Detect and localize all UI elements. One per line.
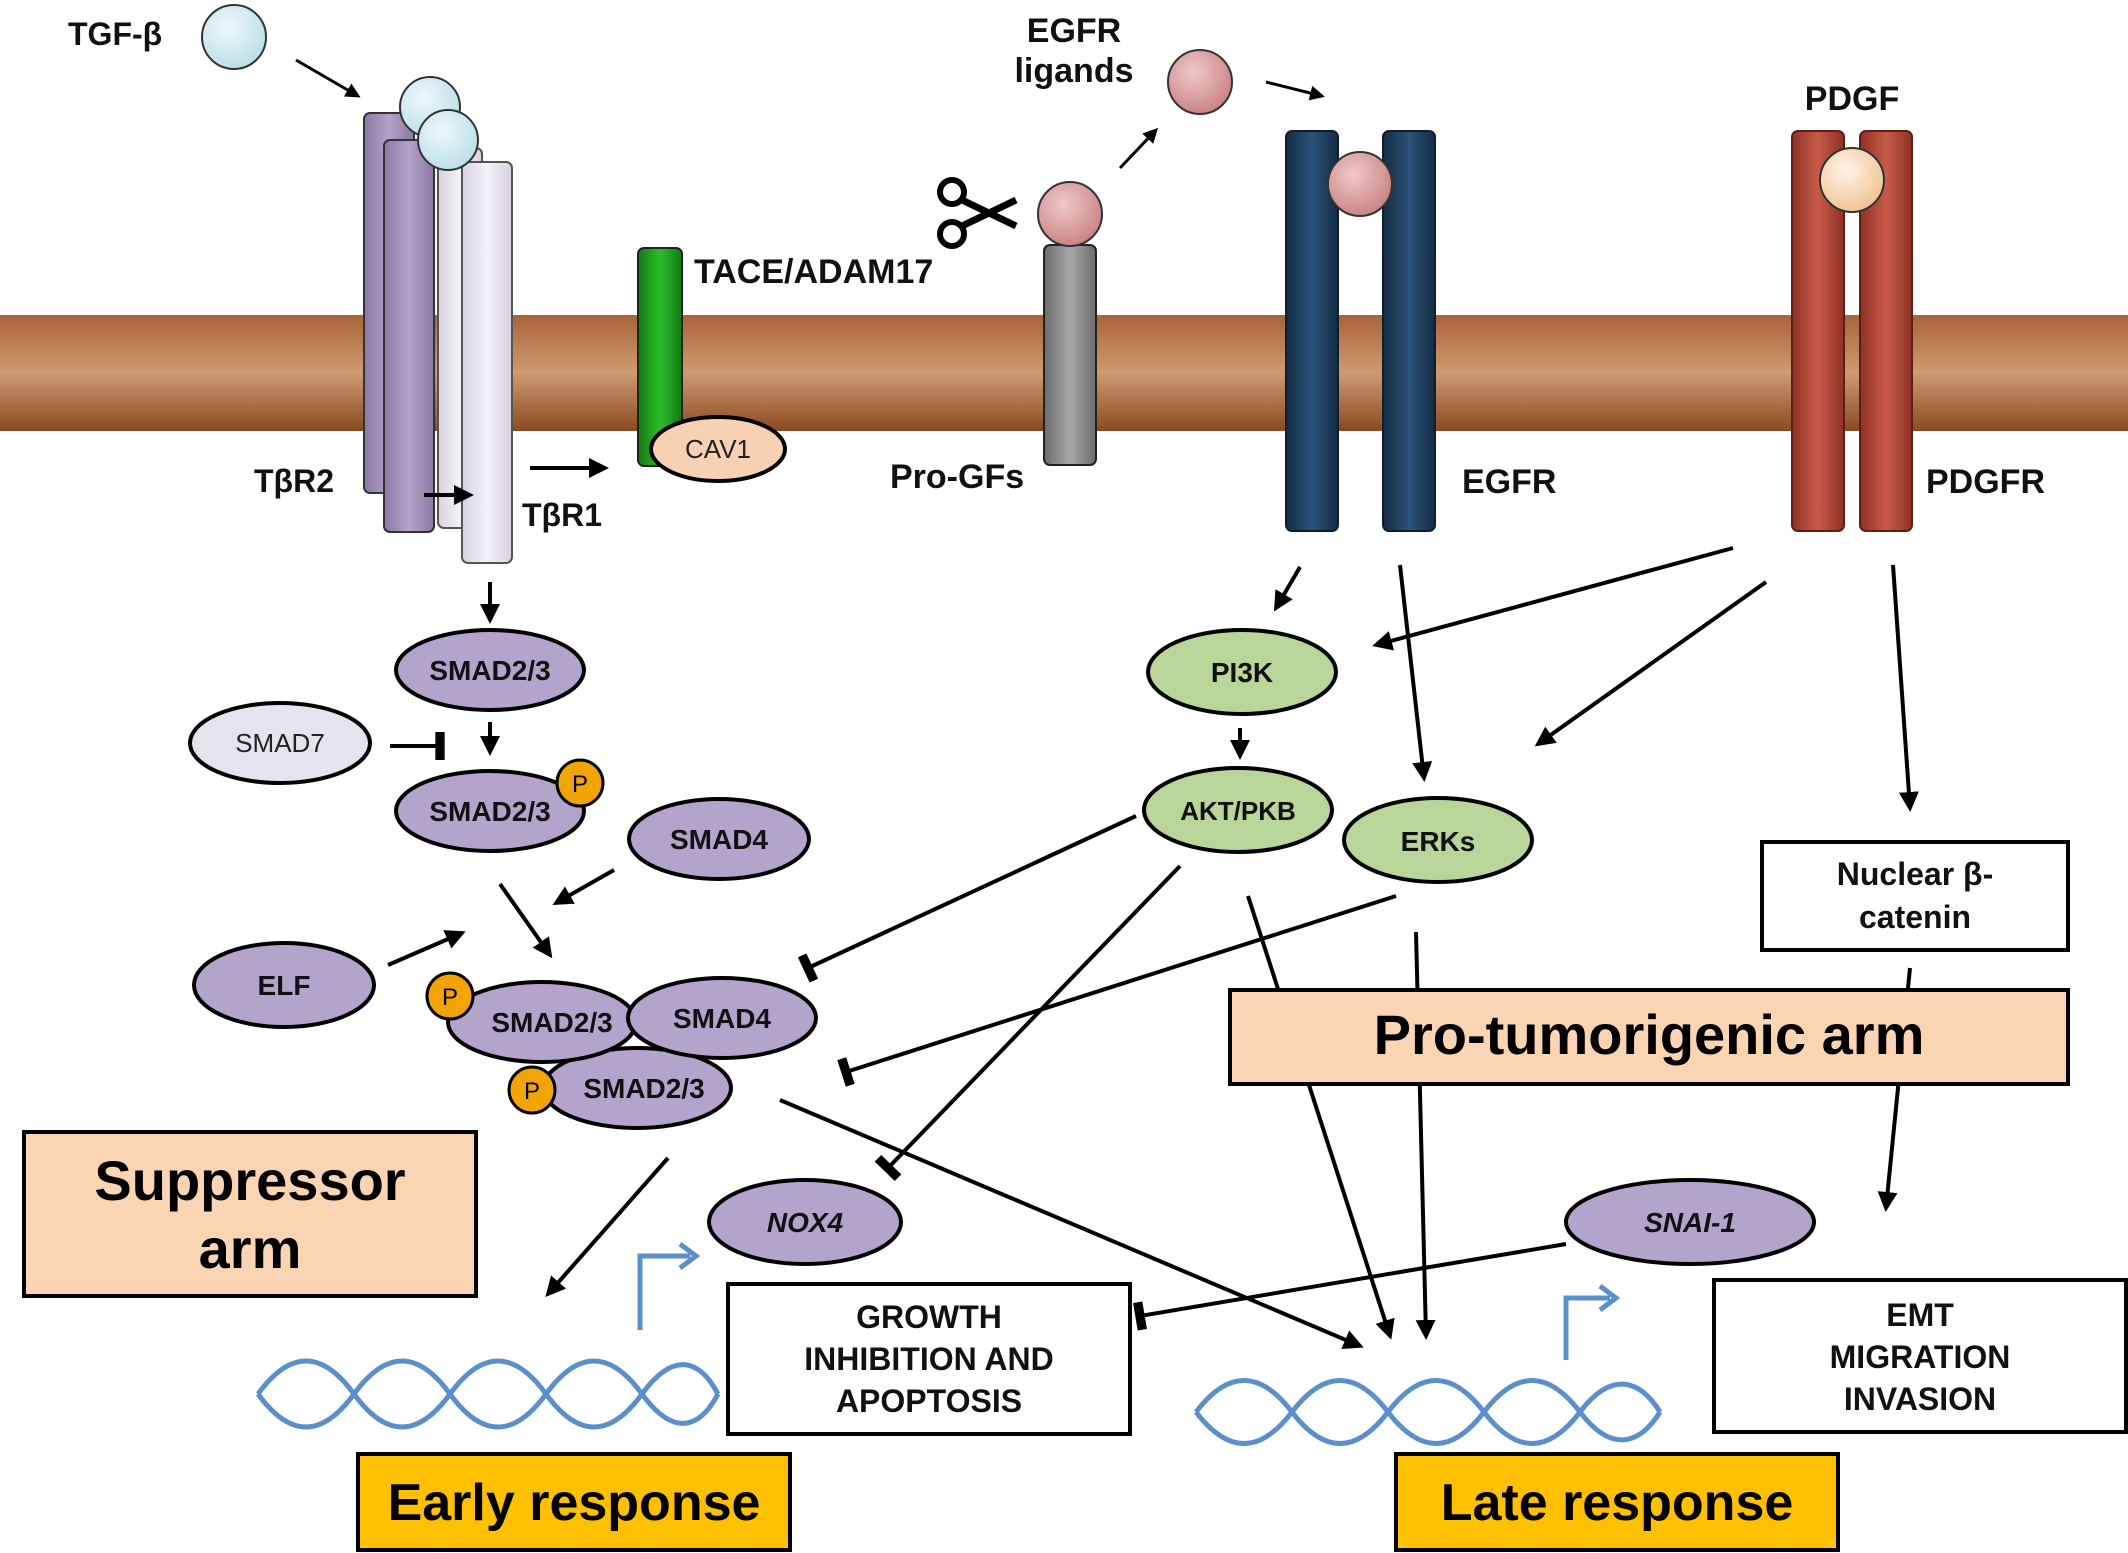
complex-to-late-response-arrow xyxy=(779,1098,1364,1349)
transcription-start-icon xyxy=(1598,1284,1621,1312)
phospho-smad23-node xyxy=(394,769,586,853)
growth-inhibition-box xyxy=(726,1282,1132,1436)
phospho-badge xyxy=(555,758,605,808)
phospho-smad23-node-label: SMAD2/3 xyxy=(429,796,550,827)
growth-inhibition-line1: GROWTH xyxy=(856,1299,1002,1335)
cav1-protein xyxy=(649,415,787,483)
scissors-icon xyxy=(937,177,1018,249)
emt-box xyxy=(1712,1278,2128,1434)
tgf-beta-ligand xyxy=(201,4,267,70)
akt-node-label: AKT/PKB xyxy=(1180,796,1296,826)
pdgfr-label: PDGFR xyxy=(1926,463,2045,501)
nuclear-beta-catenin-box xyxy=(1760,840,2070,952)
pro-tumorigenic-arm-label: Pro-tumorigenic arm xyxy=(1374,1003,1925,1066)
dna-early-icon xyxy=(255,1358,721,1430)
phospho-badge-label: P xyxy=(572,771,588,798)
pdgfr-to-pi3k-arrow xyxy=(1372,546,1734,651)
pdgf-label: PDGF xyxy=(1805,80,1899,118)
smad23-node xyxy=(394,628,586,712)
smad4-node xyxy=(627,797,811,881)
erks-node xyxy=(1342,796,1534,884)
nox4-node-label: NOX4 xyxy=(767,1207,844,1238)
early-response-label: Early response xyxy=(388,1474,761,1532)
suppressor-arm-line2: arm xyxy=(199,1217,302,1280)
pro-gf-stem xyxy=(1043,244,1097,466)
tbr1-label: TβR1 xyxy=(522,497,602,533)
suppressor-arm-box xyxy=(22,1130,478,1298)
early-response-box xyxy=(356,1452,792,1552)
phospho-badge-label: P xyxy=(524,1078,540,1105)
nuclear-beta-catenin-line1: Nuclear β- xyxy=(1837,856,1993,892)
smad4-node-label: SMAD4 xyxy=(670,824,768,855)
tgf-arrow xyxy=(295,58,361,98)
smad-complex xyxy=(425,971,818,1130)
snai1-node xyxy=(1564,1178,1816,1266)
dna-late-icon xyxy=(1194,1378,1663,1446)
phospho-badge-label: P xyxy=(442,984,458,1011)
complex-to-early-response-arrow xyxy=(545,1156,670,1297)
tace-adam17-label: TACE/ADAM17 xyxy=(694,253,933,291)
egfr-to-pi3k-arrow xyxy=(1273,565,1302,612)
smad23-node-label: SMAD2/3 xyxy=(429,655,550,686)
transcription-start-icon xyxy=(678,1242,701,1270)
emt-line3: INVASION xyxy=(1844,1381,1996,1417)
egfr-to-erks-arrow xyxy=(1398,564,1433,782)
egfr-ligands-label-line2: ligands xyxy=(1014,52,1133,90)
pro-gf-ligand xyxy=(1037,181,1103,247)
late-response-label: Late response xyxy=(1441,1474,1794,1532)
pro-tumorigenic-arm-box xyxy=(1228,988,2070,1086)
smad4-to-complex-arrow xyxy=(552,868,615,905)
egfr-ligands-label-line1: EGFR xyxy=(1027,12,1121,50)
erks-inhibits-complex xyxy=(837,894,1397,1087)
tgf-beta-receptor-complex xyxy=(363,76,513,564)
pdgfr-receptor xyxy=(1791,130,1913,532)
akt-inhibits-nox4 xyxy=(874,864,1182,1182)
pro-gfs-label: Pro-GFs xyxy=(890,458,1024,496)
emt-line1: EMT xyxy=(1886,1297,1954,1333)
phospho-smad-to-complex-arrow xyxy=(498,882,553,959)
emt-line2: MIGRATION xyxy=(1830,1339,2011,1375)
growth-inhibition-line2: INHIBITION AND xyxy=(804,1341,1053,1377)
tgf-beta-label: TGF-β xyxy=(68,16,162,52)
nox4-node xyxy=(707,1178,903,1266)
akt-node xyxy=(1142,766,1334,854)
growth-inhibition-line3: APOPTOSIS xyxy=(836,1383,1022,1419)
nuclear-beta-catenin-line2: catenin xyxy=(1859,899,1971,935)
egfr-receptor xyxy=(1285,130,1436,532)
transcription-start-icon xyxy=(1563,1295,1610,1360)
erks-node-label: ERKs xyxy=(1401,826,1476,857)
snai1-inhibits-growth xyxy=(1133,1242,1567,1331)
late-response-box xyxy=(1394,1452,1840,1552)
akt-inhibits-complex xyxy=(797,814,1137,983)
smad7-node-label: SMAD7 xyxy=(235,728,325,758)
complex-smad23-label: SMAD2/3 xyxy=(583,1073,704,1104)
complex-smad23-label: SMAD2/3 xyxy=(491,1007,612,1038)
tbr2-label: TβR2 xyxy=(254,463,334,499)
complex-smad4-label: SMAD4 xyxy=(673,1003,771,1034)
tbr1-receptor xyxy=(461,161,513,564)
ligand-release-arrow xyxy=(1118,127,1159,170)
tgf-ligand-bound xyxy=(417,109,479,171)
egfr-label: EGFR xyxy=(1462,463,1556,501)
transcription-start-icon xyxy=(637,1253,690,1330)
elf-to-complex-arrow xyxy=(387,930,466,967)
pdgfr-to-catenin-arrow xyxy=(1891,564,1919,812)
ligand-to-egfr-arrow xyxy=(1265,80,1325,101)
cav1-label: CAV1 xyxy=(685,434,751,464)
elf-node xyxy=(192,941,376,1029)
smad7-node xyxy=(188,701,372,785)
pi3k-node-label: PI3K xyxy=(1211,657,1273,688)
snai1-node-label: SNAI-1 xyxy=(1644,1207,1736,1238)
egfr-ligand xyxy=(1167,49,1233,115)
suppressor-arm-line1: Suppressor xyxy=(94,1149,405,1212)
elf-node-label: ELF xyxy=(258,970,311,1001)
pdgfr-to-erks-arrow xyxy=(1534,580,1768,747)
pi3k-node xyxy=(1146,628,1338,716)
tbr2-receptor xyxy=(383,139,435,533)
akt-to-late-response-arrow xyxy=(1246,895,1395,1340)
